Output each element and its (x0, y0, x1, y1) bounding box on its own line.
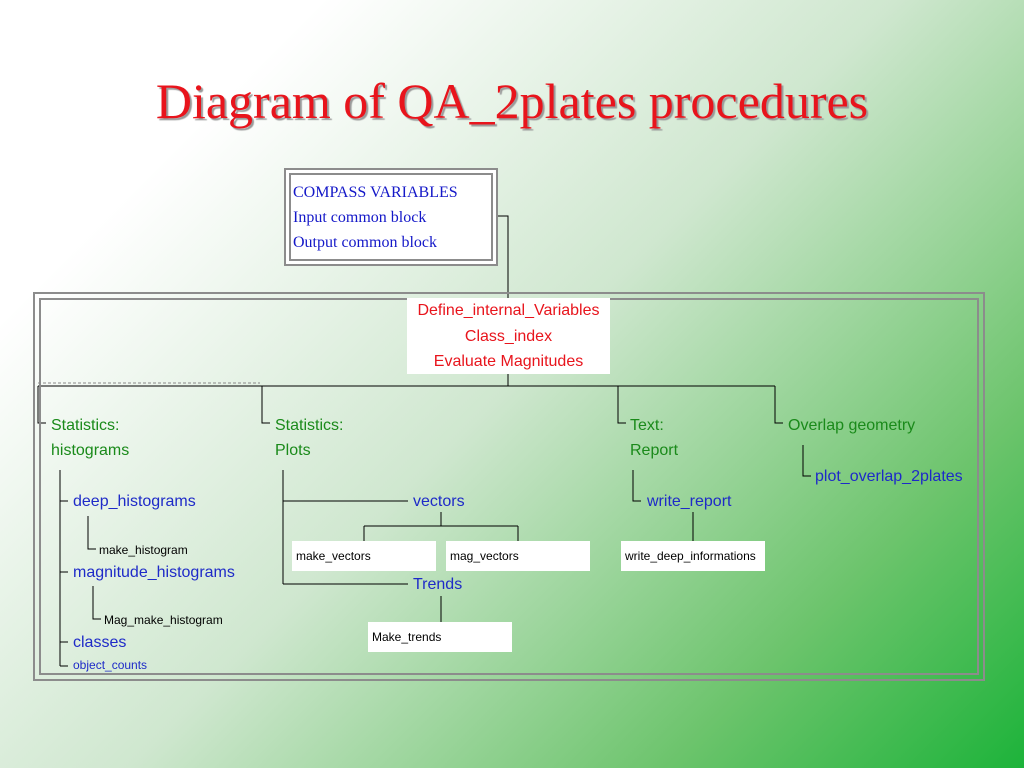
magnitude-histograms-label: magnitude_histograms (73, 564, 235, 581)
statistics-histograms-heading-line-1: Statistics: (51, 417, 120, 434)
statistics-plots-heading-line-1: Statistics: (275, 417, 344, 434)
make-trends-box: Make_trends (368, 622, 512, 652)
text-report-heading: Text: Report (630, 413, 678, 463)
statistics-histograms-heading-line-2: histograms (51, 442, 130, 459)
write-report-label: write_report (647, 493, 732, 510)
mag-make-histogram-label: Mag_make_histogram (104, 613, 223, 627)
compass-line-1: COMPASS VARIABLES (293, 184, 458, 201)
make-histogram-connector (87, 516, 96, 550)
branch-overlap-connector (774, 386, 783, 424)
write-deep-informations-box: write_deep_informations (621, 541, 765, 571)
classes-label: classes (73, 634, 127, 651)
text-report-heading-line-1: Text: (630, 417, 664, 434)
branch-plots-connector (261, 386, 270, 424)
branch-report-connector (617, 386, 626, 424)
plot-overlap-connector (802, 445, 811, 477)
mag-make-histogram-connector (92, 586, 101, 620)
define-line-3: Evaluate Magnitudes (433, 353, 584, 370)
mag-vectors-box: mag_vectors (446, 541, 590, 571)
overlap-geometry-heading: Overlap geometry (788, 417, 916, 434)
statistics-histograms-heading: Statistics: histograms (51, 413, 129, 463)
make-vectors-box: make_vectors (292, 541, 436, 571)
write-report-connector (632, 470, 641, 502)
object-counts-label: object_counts (73, 658, 148, 672)
trends-label: Trends (413, 576, 463, 593)
define-line-1: Define_internal_Variables (417, 302, 600, 319)
text-report-heading-line-2: Report (630, 442, 679, 459)
compass-line-3: Output common block (293, 234, 437, 251)
statistics-plots-heading: Statistics: Plots (275, 413, 343, 463)
vectors-label: vectors (413, 493, 465, 510)
define-internal-variables-box: Define_internal_Variables Class_index Ev… (407, 298, 610, 374)
define-line-2: Class_index (464, 327, 553, 345)
branch-histograms-connector (37, 386, 46, 424)
compass-variables-text: COMPASS VARIABLES Input common block Out… (293, 180, 458, 255)
compass-variables-inner-border (289, 173, 493, 261)
compass-connector (498, 215, 509, 298)
compass-line-2: Input common block (293, 209, 427, 226)
deep-histograms-label: deep_histograms (73, 493, 196, 510)
make-histogram-label: make_histogram (99, 543, 188, 557)
plot-overlap-2plates-label: plot_overlap_2plates (815, 468, 963, 485)
statistics-plots-heading-line-2: Plots (275, 442, 311, 459)
compass-variables-box (284, 168, 498, 266)
slide-title: Diagram of QA_2plates procedures (155, 73, 869, 129)
